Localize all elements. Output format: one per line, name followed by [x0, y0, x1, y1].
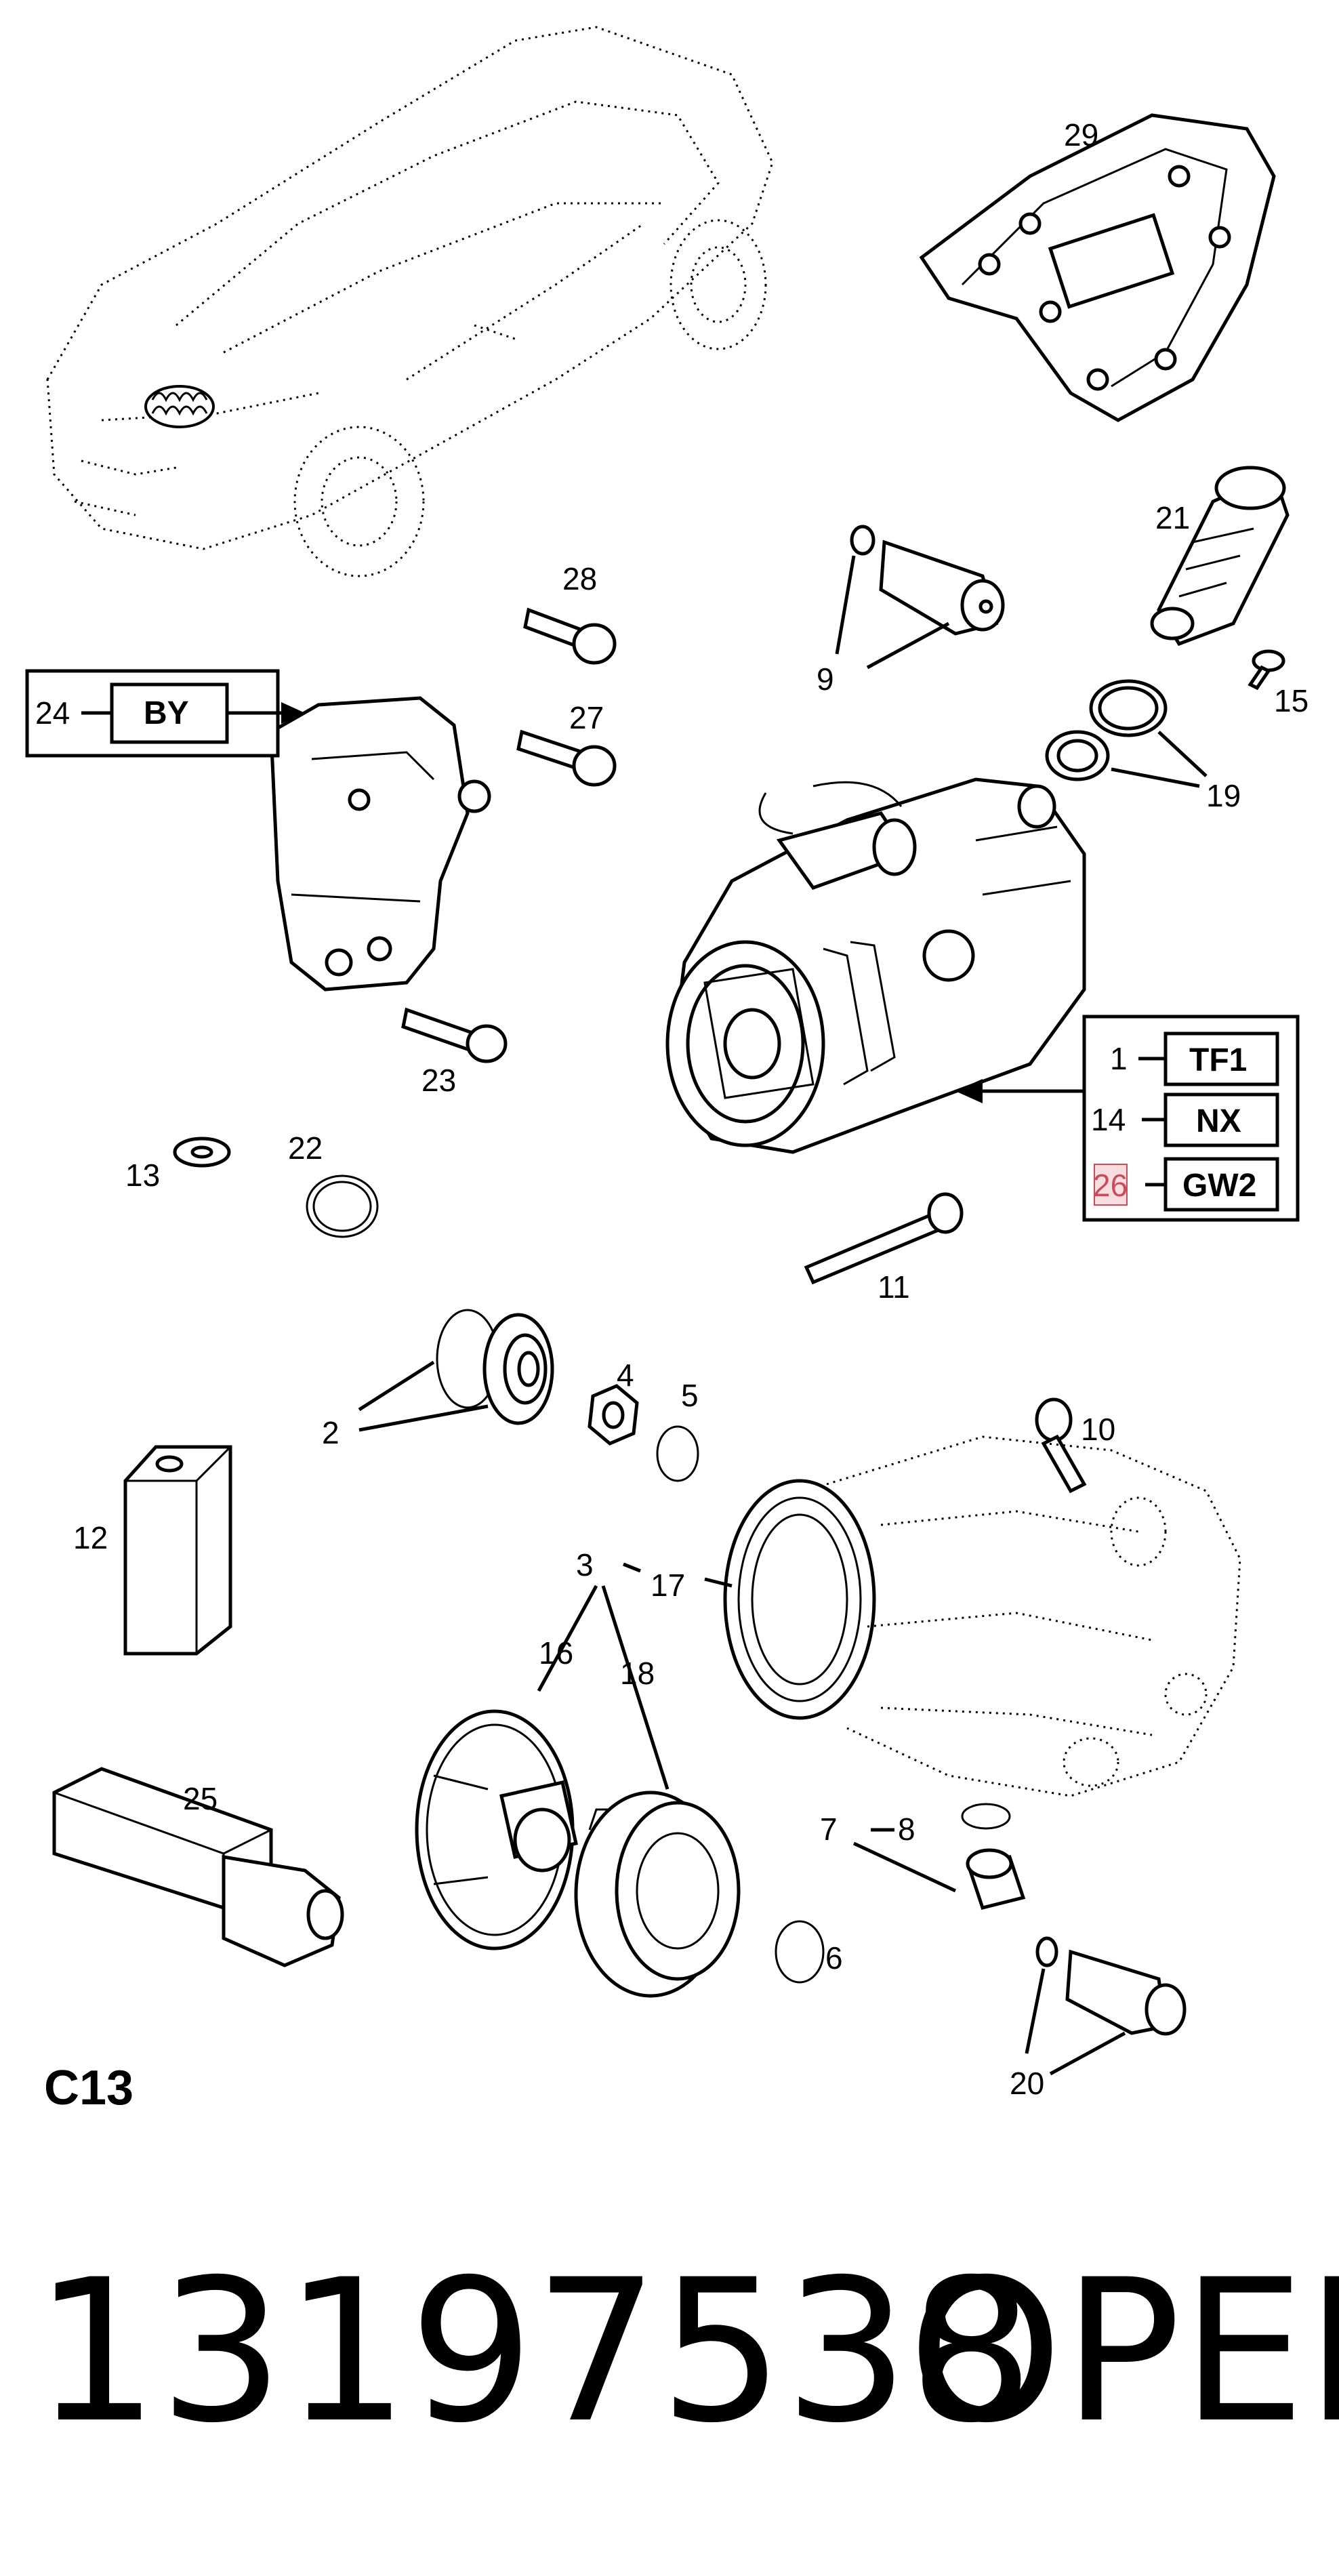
callout-19: 19 [1206, 778, 1241, 813]
callout-20: 20 [1010, 2066, 1044, 2101]
part-2-ring-and-bearing [358, 1309, 554, 1432]
callout-21: 21 [1155, 500, 1190, 535]
callout-13: 13 [125, 1158, 160, 1193]
callout-numbers: 29 21 28 9 15 24 BY 27 19 23 1 TF1 14 NX… [35, 117, 1309, 2101]
callout-16: 16 [539, 1635, 573, 1671]
part-25-tool [52, 1767, 344, 1967]
part-8-o-ring [961, 1803, 1011, 1830]
part-5-ring [656, 1425, 699, 1482]
callout-11: 11 [878, 1269, 910, 1305]
part-27-bolt [516, 729, 617, 787]
callout-28: 28 [562, 561, 597, 596]
brand-name: OPEL [908, 2238, 1339, 2466]
callout-6: 6 [825, 1940, 843, 1976]
part-9-sensor [835, 525, 1005, 670]
callout-2: 2 [322, 1415, 339, 1450]
code-gw2: GW2 [1182, 1168, 1256, 1204]
callout-18: 18 [620, 1656, 655, 1691]
callout-7: 7 [820, 1812, 838, 1847]
callout-3: 3 [576, 1547, 594, 1582]
section-label: C13 [44, 2061, 133, 2115]
part-21-valve [1150, 466, 1290, 647]
box-variant-codes [955, 1015, 1300, 1222]
callout-29: 29 [1064, 117, 1098, 152]
code-nx: NX [1196, 1103, 1241, 1139]
part-12-oil-can [123, 1445, 232, 1656]
callout-27: 27 [569, 700, 604, 735]
part-10-bolt [1035, 1397, 1087, 1494]
callout-lines-3-16-17-18 [537, 1562, 733, 1790]
compressor-assembly-lower [723, 1435, 1241, 1797]
part-22-snap-ring [306, 1174, 379, 1238]
callout-25: 25 [183, 1781, 218, 1816]
part-24-bracket [269, 696, 491, 991]
callout-12: 12 [73, 1520, 108, 1555]
callout-9: 9 [817, 661, 834, 697]
part-29-mounting-bracket [919, 113, 1276, 422]
vehicle-outline-illustration [46, 26, 774, 577]
part-18-pulley [574, 1791, 741, 1998]
part-20-sensor [1025, 1936, 1187, 2076]
callout-8: 8 [898, 1812, 915, 1847]
part-19-seal-rings [1045, 679, 1208, 788]
callout-4: 4 [617, 1357, 634, 1393]
callout-17: 17 [651, 1568, 685, 1603]
callout-14: 14 [1091, 1102, 1126, 1137]
callout-22: 22 [288, 1130, 323, 1166]
callout-15: 15 [1274, 683, 1309, 718]
code-by: BY [144, 695, 189, 731]
compressor-location-marker [144, 385, 215, 428]
part-23-bolt [401, 1007, 508, 1063]
part-6-circlip [775, 1920, 825, 1984]
part-4-nut [588, 1384, 639, 1446]
box-24-by [25, 669, 305, 758]
callout-1: 1 [1110, 1041, 1128, 1076]
part-16-clutch-plate [415, 1709, 578, 1950]
part-number: 13197538 [34, 2238, 1034, 2466]
callout-24: 24 [35, 695, 70, 731]
callout-10: 10 [1081, 1412, 1115, 1447]
callout-26-highlighted: 26 [1093, 1168, 1128, 1203]
part-28-bolt [523, 607, 617, 665]
part-11-long-bolt [804, 1192, 964, 1285]
part-13-washer [173, 1137, 231, 1168]
part-15-screw [1248, 649, 1285, 691]
compressor-assembly-upper [665, 777, 1086, 1154]
part-7-plug [852, 1828, 1026, 1910]
callout-5: 5 [681, 1378, 699, 1413]
callout-23: 23 [421, 1063, 456, 1098]
code-tf1: TF1 [1189, 1042, 1247, 1078]
